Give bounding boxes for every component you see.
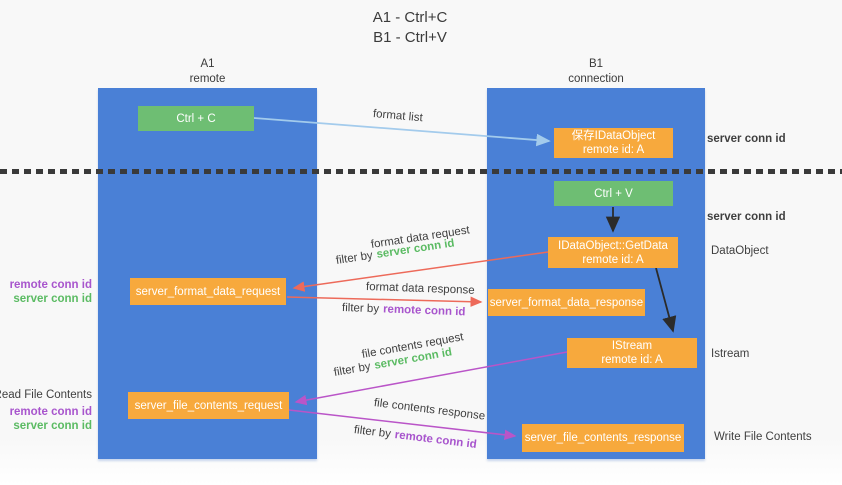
arrow-label-format-list: format list	[372, 108, 424, 125]
title-line-2: B1 - Ctrl+V	[373, 29, 447, 46]
remote-conn-id-text: remote conn id	[382, 303, 466, 319]
side-label-server-conn-id-top: server conn id	[707, 133, 786, 145]
remote-conn-id-label: remote conn id	[9, 279, 92, 291]
save-idataobject-title: 保存IDataObject	[571, 130, 656, 142]
column-b1-role: connection	[568, 73, 624, 85]
server-conn-id-label: server conn id	[13, 420, 92, 432]
column-b1-name: B1	[588, 58, 604, 70]
filter-by-text: filter by	[353, 424, 392, 441]
filter-by-text: filter by	[335, 249, 374, 267]
format-response-label: server_format_data_response	[489, 296, 644, 309]
column-a1-name: A1	[200, 58, 215, 70]
remote-conn-id-text: remote conn id	[394, 429, 478, 452]
section-divider-dotted-line	[0, 169, 842, 174]
node-istream: IStream remote id: A	[567, 338, 697, 368]
ctrl-c-label: Ctrl + C	[176, 112, 216, 125]
ctrl-v-label: Ctrl + V	[594, 187, 633, 200]
format-request-label: server_format_data_request	[135, 285, 281, 298]
node-server-format-data-response: server_format_data_response	[488, 289, 645, 316]
side-label-read-file-contents: Read File Contents	[0, 389, 92, 401]
istream-remote-id: remote id: A	[601, 354, 663, 366]
side-label-write-file-contents: Write File Contents	[714, 431, 812, 443]
lifeline-header-b1: B1 connection	[487, 57, 705, 87]
node-save-idataobject: 保存IDataObject remote id: A	[554, 128, 673, 158]
save-idataobject-remote-id: remote id: A	[582, 144, 645, 156]
diagram-title: A1 - Ctrl+C B1 - Ctrl+V	[300, 8, 520, 48]
filter-by-text: filter by	[341, 302, 380, 316]
getdata-remote-id: remote id: A	[582, 253, 644, 266]
getdata-title: IDataObject::GetData	[558, 239, 668, 252]
side-label-istream: Istream	[711, 348, 750, 360]
title-line-1: A1 - Ctrl+C	[372, 9, 448, 26]
node-ctrl-v: Ctrl + V	[554, 181, 673, 206]
remote-conn-id-label: remote conn id	[9, 406, 92, 418]
node-server-file-contents-request: server_file_contents_request	[128, 392, 289, 419]
node-idataobject-getdata: IDataObject::GetData remote id: A	[548, 237, 678, 268]
node-server-format-data-request: server_format_data_request	[130, 278, 286, 305]
lifeline-header-a1: A1 remote	[98, 57, 317, 87]
file-request-label: server_file_contents_request	[134, 399, 283, 412]
side-label-dataobject: DataObject	[711, 245, 769, 257]
arrow-label-format-data-response: format data response	[365, 281, 475, 297]
conn-id-pair-bottom: remote conn id server conn id	[10, 405, 92, 433]
arrow-label-file-contents-response: file contents response	[373, 397, 486, 423]
filter-by-text: filter by	[332, 360, 372, 379]
side-label-server-conn-id-mid: server conn id	[707, 211, 786, 223]
istream-title: IStream	[611, 340, 653, 352]
conn-id-pair-top: remote conn id server conn id	[10, 278, 92, 306]
node-ctrl-c: Ctrl + C	[138, 106, 254, 131]
node-server-file-contents-response: server_file_contents_response	[522, 424, 684, 452]
server-conn-id-label: server conn id	[13, 293, 92, 305]
file-response-label: server_file_contents_response	[524, 432, 682, 444]
column-a1-role: remote	[189, 73, 226, 85]
